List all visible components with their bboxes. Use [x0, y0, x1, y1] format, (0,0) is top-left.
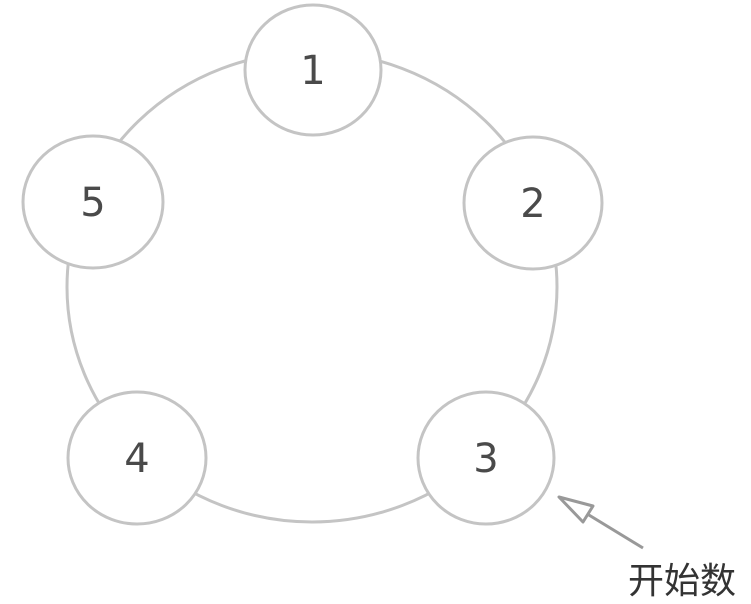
node-3-label: 3	[473, 436, 498, 482]
arrowhead-icon	[557, 495, 595, 524]
node-5-label: 5	[80, 180, 105, 226]
node-2-label: 2	[520, 181, 545, 227]
node-3: 3	[416, 390, 556, 526]
node-1: 1	[243, 3, 383, 137]
node-4: 4	[66, 390, 208, 526]
node-5: 5	[21, 134, 165, 270]
node-2: 2	[462, 135, 604, 271]
start-label: 开始数	[628, 561, 737, 602]
node-4-label: 4	[124, 436, 149, 482]
start-arrow	[557, 495, 644, 550]
node-1-label: 1	[300, 48, 325, 94]
